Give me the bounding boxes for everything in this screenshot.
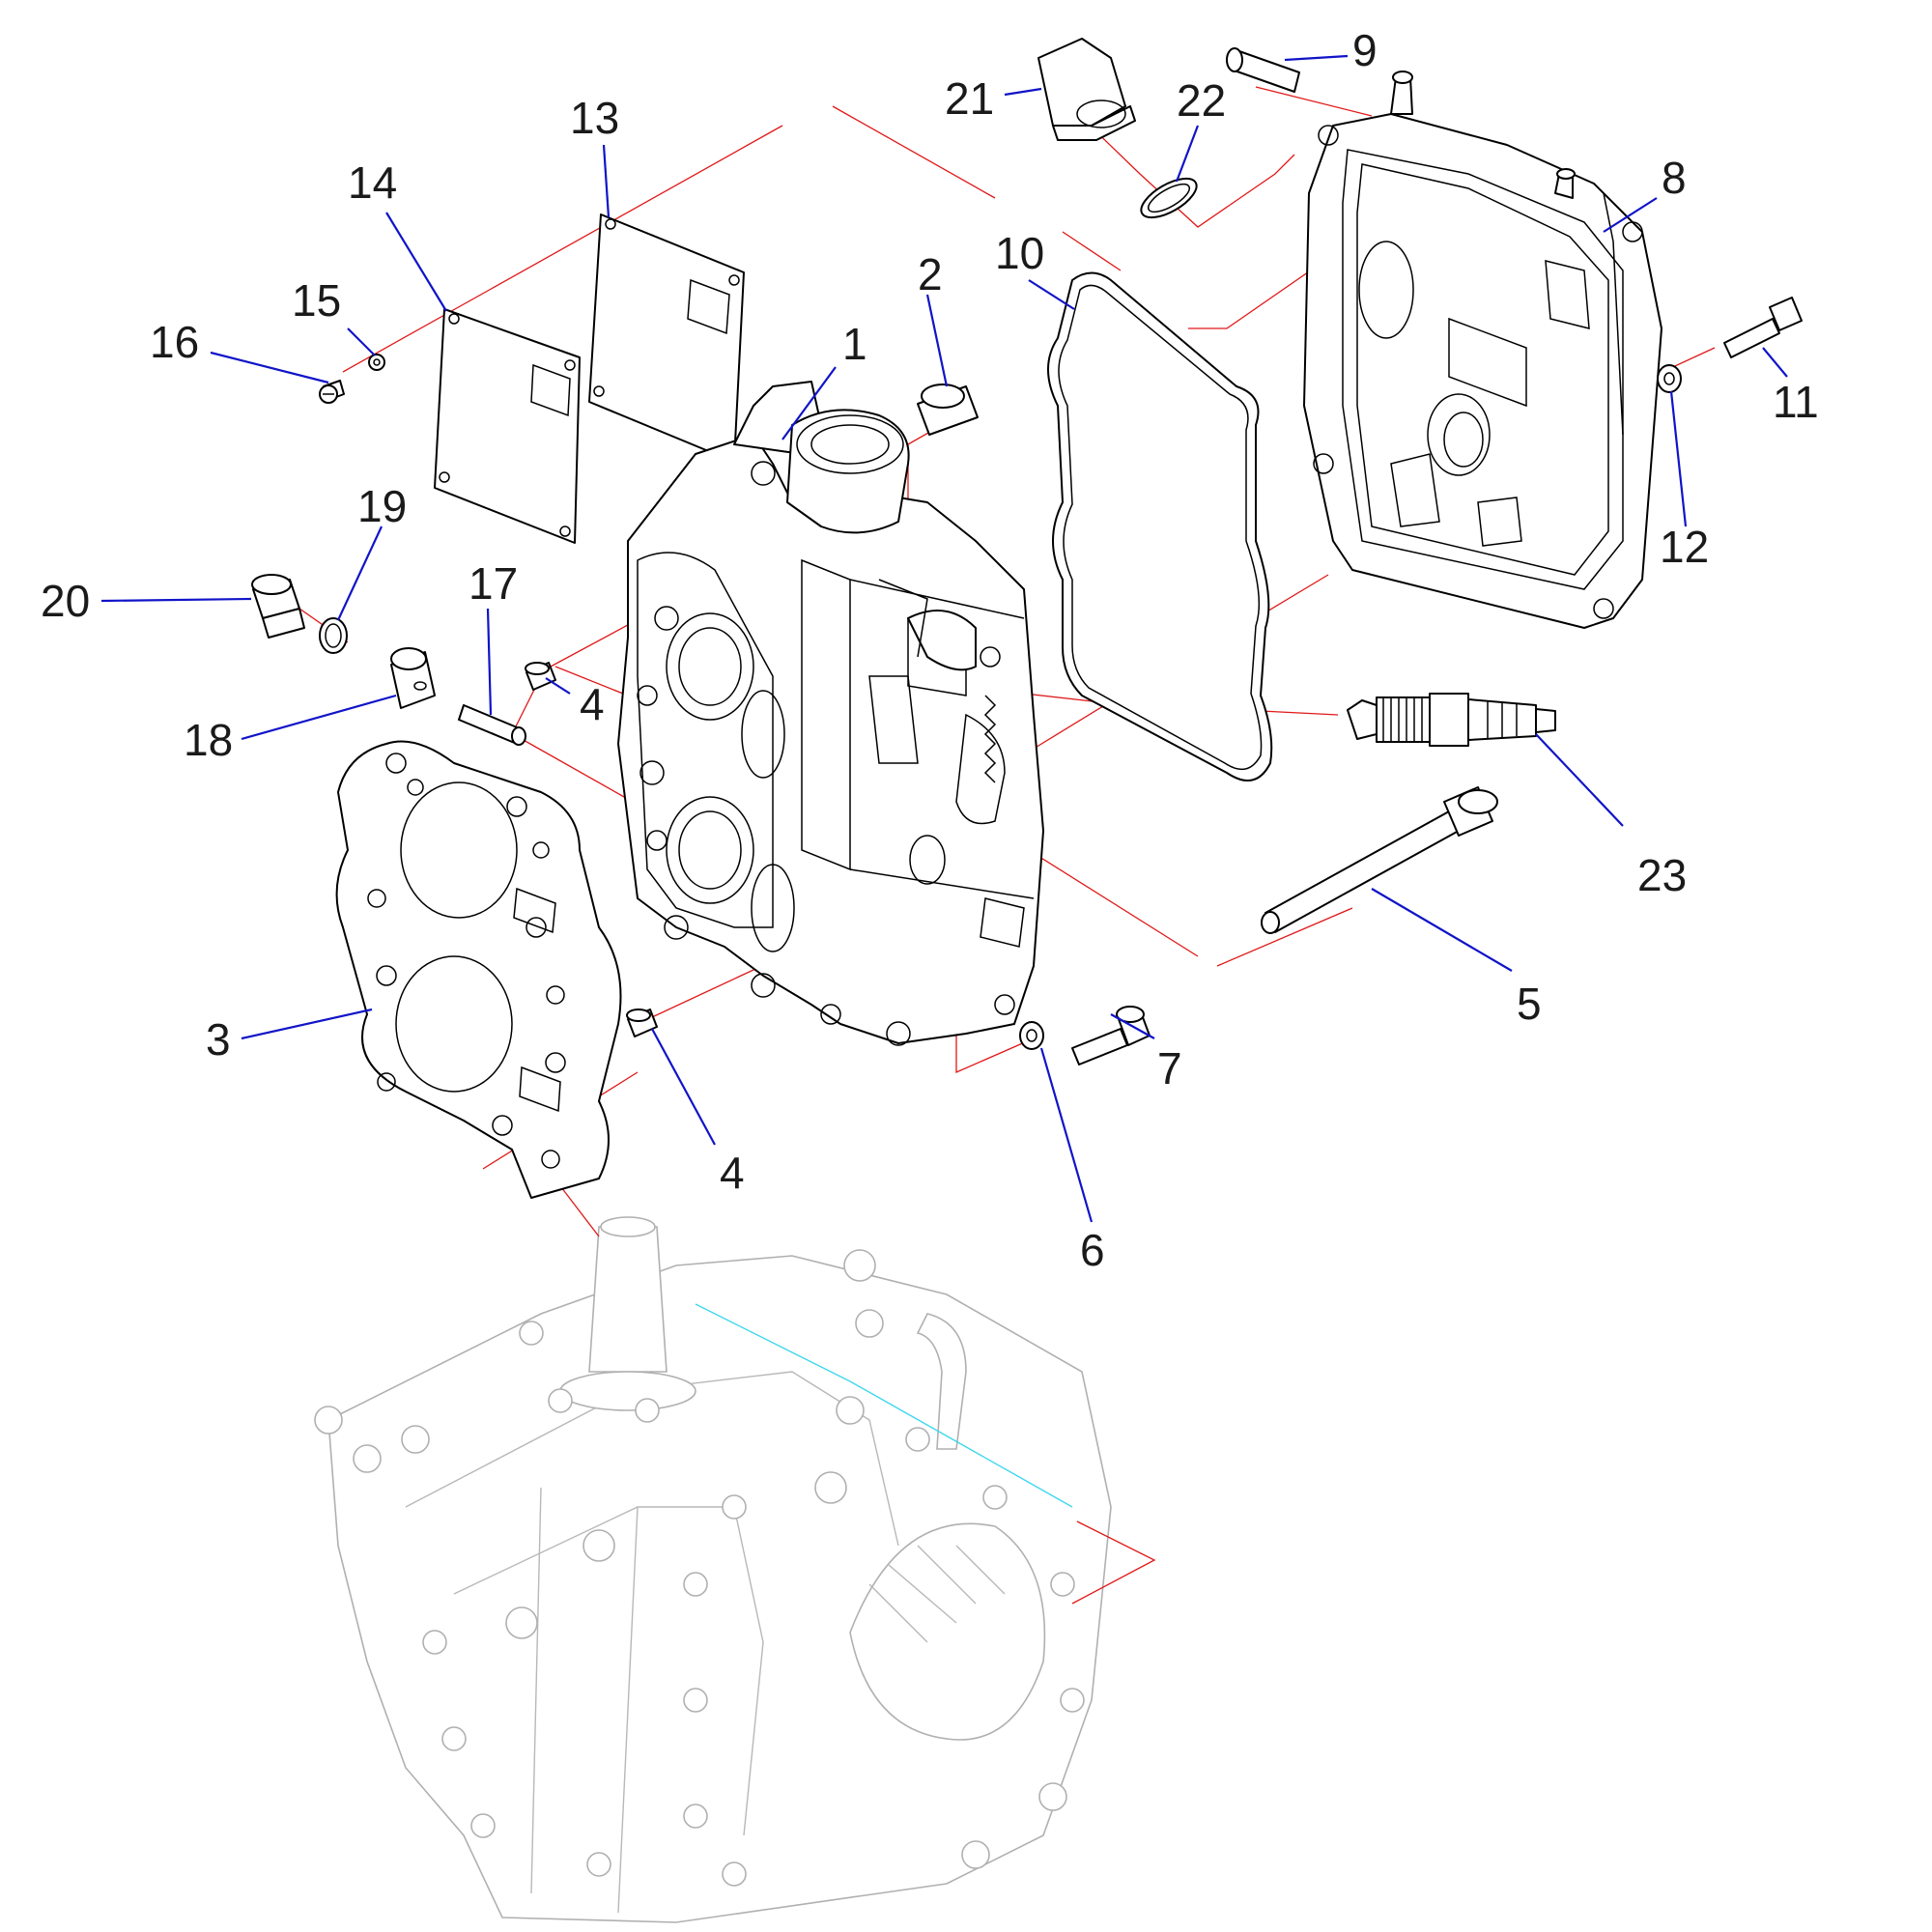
- explode-lines: [298, 86, 1716, 1605]
- alignment-line: [695, 1303, 1073, 1508]
- crankcase-ghost: [314, 1216, 1112, 1923]
- callout-15: 15: [292, 275, 341, 326]
- callout-13: 13: [570, 93, 619, 143]
- plug-2: [917, 384, 979, 436]
- callout-4-lower: 4: [720, 1148, 745, 1198]
- leader-lines: [100, 54, 1788, 1223]
- head-cover-8: [1303, 71, 1662, 629]
- collar-18: [390, 647, 436, 709]
- callout-7: 7: [1157, 1043, 1182, 1094]
- tube-9: [1226, 47, 1300, 93]
- callout-12: 12: [1660, 522, 1709, 572]
- callout-20: 20: [41, 576, 90, 626]
- bolt-7: [1071, 1006, 1151, 1065]
- screw-16: [319, 380, 345, 404]
- callout-19: 19: [357, 481, 407, 531]
- gasket-plate-14: [434, 308, 581, 544]
- callout-22: 22: [1177, 75, 1226, 126]
- callout-2: 2: [918, 249, 943, 299]
- callout-11: 11: [1773, 377, 1819, 427]
- callout-14: 14: [348, 157, 397, 208]
- cover-gasket-10: [1047, 271, 1273, 781]
- head-gasket-3: [335, 740, 622, 1199]
- cover-plate-13: [588, 213, 745, 463]
- cylinder-head-1: [617, 381, 1044, 1046]
- callout-4-upper: 4: [580, 679, 605, 729]
- oil-cap-21: [1037, 38, 1136, 141]
- callout-10: 10: [995, 228, 1044, 278]
- dowel-pin-4-lower: [626, 1009, 658, 1037]
- spark-plug-23: [1347, 693, 1556, 747]
- callout-18: 18: [184, 715, 233, 765]
- pin-17: [458, 704, 526, 746]
- callout-9: 9: [1352, 25, 1378, 75]
- callout-21: 21: [945, 73, 994, 124]
- callout-1: 1: [842, 319, 867, 369]
- bolt-11: [1723, 297, 1803, 358]
- callout-5: 5: [1517, 979, 1542, 1029]
- callout-17: 17: [469, 558, 518, 609]
- washer-12: [1657, 364, 1682, 393]
- callout-23: 23: [1637, 850, 1687, 900]
- dowel-pin-4-upper: [525, 662, 556, 691]
- o-ring-22: [1140, 177, 1198, 219]
- callout-labels: 1 2 3 4 4 5 6 7 8 9 10 11 12 13 14 15 16…: [41, 25, 1819, 1275]
- washer-15: [368, 354, 385, 371]
- o-ring-19: [319, 617, 348, 654]
- washer-6: [1019, 1021, 1044, 1050]
- plug-bolt-20: [251, 574, 305, 639]
- callout-3: 3: [206, 1014, 231, 1065]
- callout-6: 6: [1080, 1225, 1105, 1275]
- callout-8: 8: [1662, 153, 1687, 203]
- long-bolt-5: [1261, 786, 1498, 934]
- callout-16: 16: [150, 317, 199, 367]
